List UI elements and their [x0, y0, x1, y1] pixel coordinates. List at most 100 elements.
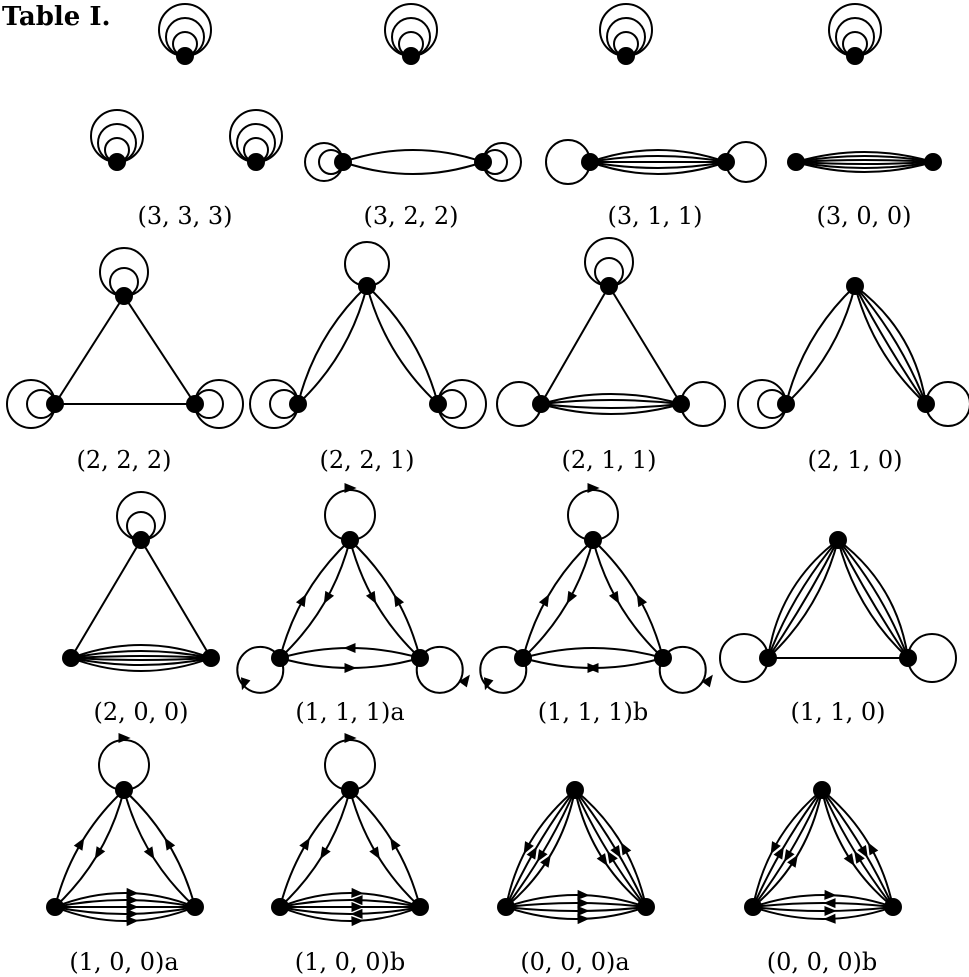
vertex — [62, 649, 80, 667]
edge — [522, 647, 664, 659]
edge — [279, 789, 351, 908]
vertex — [600, 277, 618, 295]
edge — [522, 539, 594, 659]
arrowhead — [344, 733, 357, 743]
edge — [854, 285, 927, 405]
vertex — [358, 277, 376, 295]
arrowhead — [299, 837, 310, 851]
arrowhead — [577, 897, 590, 908]
loop — [158, 3, 212, 57]
graph-110: (1, 1, 0) — [719, 531, 957, 726]
edge — [505, 906, 647, 912]
arrowhead — [343, 643, 356, 653]
edge — [342, 149, 484, 163]
arrowhead — [350, 895, 363, 906]
edge — [767, 539, 839, 659]
loop — [90, 109, 144, 163]
vertex — [566, 781, 584, 799]
edge — [752, 902, 894, 908]
edge — [795, 161, 934, 169]
graph-label: (1, 0, 0)a — [69, 948, 178, 976]
arrowhead — [787, 854, 798, 868]
edge — [589, 155, 727, 163]
loop — [479, 645, 528, 694]
edge — [574, 789, 647, 908]
vertex — [202, 649, 220, 667]
vertex — [132, 531, 150, 549]
loop — [384, 3, 438, 57]
arrowhead — [164, 837, 176, 851]
vertex — [289, 395, 307, 413]
vertex — [777, 395, 795, 413]
edge — [795, 155, 934, 163]
vertex — [744, 898, 762, 916]
edge — [505, 789, 576, 908]
arrowhead — [523, 841, 534, 855]
arrowhead — [526, 846, 537, 860]
arrowhead — [857, 845, 868, 858]
edge — [505, 789, 576, 908]
edge — [752, 906, 894, 920]
edge — [540, 403, 682, 409]
vertex — [584, 531, 602, 549]
edge — [752, 789, 823, 908]
edge — [279, 539, 351, 659]
graph-300: (3, 0, 0) — [787, 151, 942, 230]
arrowhead — [773, 846, 784, 860]
arrowhead — [351, 902, 364, 912]
graph-100b: (1, 0, 0)b — [271, 733, 429, 976]
edge — [589, 161, 727, 175]
graph-200: (2, 0, 0) — [62, 491, 220, 726]
arrowhead — [540, 854, 551, 868]
edge — [70, 650, 212, 659]
graph-label: (3, 3, 3) — [137, 202, 232, 230]
arrowhead — [344, 663, 357, 673]
arrowhead — [295, 594, 307, 608]
arrowhead — [538, 594, 550, 608]
edge — [574, 789, 647, 908]
edge — [70, 657, 212, 661]
edge — [279, 906, 421, 915]
edge — [752, 894, 894, 908]
arrowhead — [784, 849, 795, 863]
arrowhead — [577, 889, 590, 900]
graph-000a: (0, 0, 0)a — [497, 781, 655, 976]
loop — [415, 645, 464, 694]
edge — [574, 789, 647, 908]
loop — [658, 645, 707, 694]
arrowhead — [126, 887, 139, 898]
edge — [70, 644, 212, 659]
arrowhead — [824, 889, 837, 900]
graph-label: (2, 2, 2) — [76, 446, 171, 474]
graph-label: (3, 2, 2) — [363, 202, 458, 230]
arrowhead — [351, 887, 364, 898]
edge — [837, 539, 909, 659]
vertex — [654, 649, 672, 667]
graph-top-loops — [384, 3, 882, 65]
edge — [279, 789, 351, 908]
arrowhead — [566, 590, 578, 604]
edge — [540, 399, 682, 405]
edge — [123, 789, 196, 908]
arrowhead — [126, 894, 139, 905]
edge — [349, 789, 421, 908]
edge — [505, 906, 647, 920]
edge — [540, 403, 682, 415]
edge — [785, 285, 856, 405]
arrowhead — [770, 841, 781, 855]
graph-222: (2, 2, 2) — [6, 247, 244, 474]
vertex — [271, 649, 289, 667]
vertex — [341, 531, 359, 549]
arrowhead — [843, 853, 855, 867]
edge — [123, 789, 196, 908]
graph-211: (2, 1, 1) — [496, 237, 726, 474]
edge — [854, 285, 927, 405]
arrowhead — [73, 837, 85, 851]
arrowhead — [607, 850, 618, 864]
loop — [229, 109, 283, 163]
arrowhead — [701, 674, 713, 688]
graph-111b: (1, 1, 1)b — [479, 483, 713, 726]
arrowhead — [608, 590, 620, 604]
edge — [752, 789, 823, 908]
edge — [795, 161, 934, 165]
